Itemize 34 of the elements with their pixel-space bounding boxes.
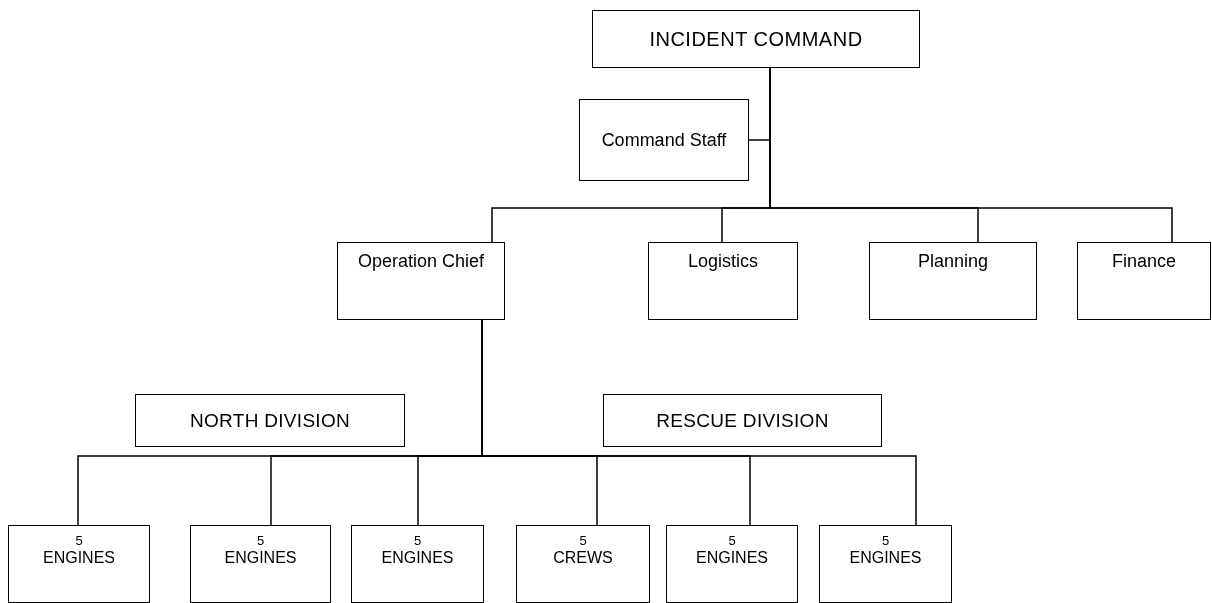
box-label: 5 xyxy=(413,534,422,549)
box-label: Logistics xyxy=(688,251,758,272)
org-box xyxy=(819,525,952,603)
org-box xyxy=(337,242,505,320)
box-label: CREWS xyxy=(553,548,613,568)
box-label: Operation Chief xyxy=(357,251,485,272)
box-label: Planning xyxy=(917,251,989,272)
box-label: RESCUE DIVISION xyxy=(656,409,829,432)
box-label: 5 xyxy=(881,534,890,549)
org-box xyxy=(135,394,405,447)
org-box xyxy=(351,525,484,603)
box-label: ENGINES xyxy=(849,548,922,568)
org-box xyxy=(666,525,798,603)
box-label: ENGINES xyxy=(224,548,297,568)
org-box xyxy=(579,99,749,181)
box-label: Command Staff xyxy=(601,129,727,151)
box-label: ENGINES xyxy=(43,548,115,568)
box-label: Finance xyxy=(1111,251,1176,272)
org-box xyxy=(8,525,150,603)
org-box xyxy=(516,525,650,603)
box-label: 5 xyxy=(256,534,265,549)
box-label: 5 xyxy=(75,534,83,549)
org-box xyxy=(592,10,920,68)
box-label: 5 xyxy=(579,534,587,549)
box-label: ENGINES xyxy=(696,548,768,568)
box-label: NORTH DIVISION xyxy=(189,409,351,432)
box-label: ENGINES xyxy=(381,548,454,568)
org-box xyxy=(190,525,331,603)
org-box xyxy=(869,242,1037,320)
box-label: INCIDENT COMMAND xyxy=(649,27,863,51)
org-box xyxy=(603,394,882,447)
box-label: 5 xyxy=(728,534,736,549)
org-box xyxy=(1077,242,1211,320)
org-box xyxy=(648,242,798,320)
